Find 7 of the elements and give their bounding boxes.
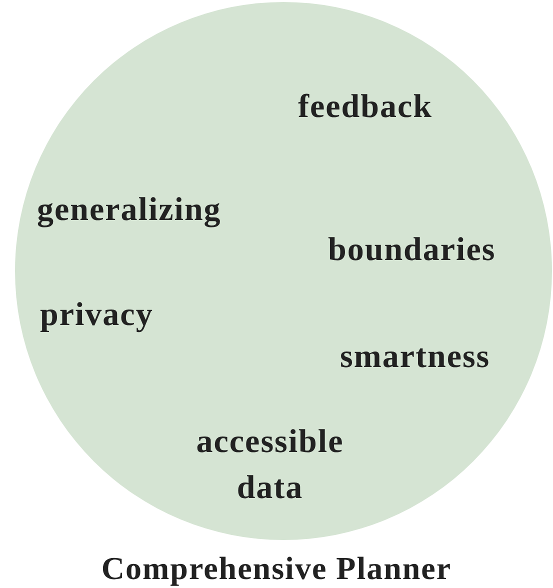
topic-label: smartness <box>340 338 490 377</box>
caption: Comprehensive Planner <box>100 550 453 587</box>
topic-label: generalizing <box>37 191 222 230</box>
topic-label: accessible data <box>195 423 345 508</box>
topic-label: privacy <box>40 296 154 335</box>
topic-label: feedback <box>298 88 432 127</box>
topic-label: boundaries <box>328 231 496 270</box>
